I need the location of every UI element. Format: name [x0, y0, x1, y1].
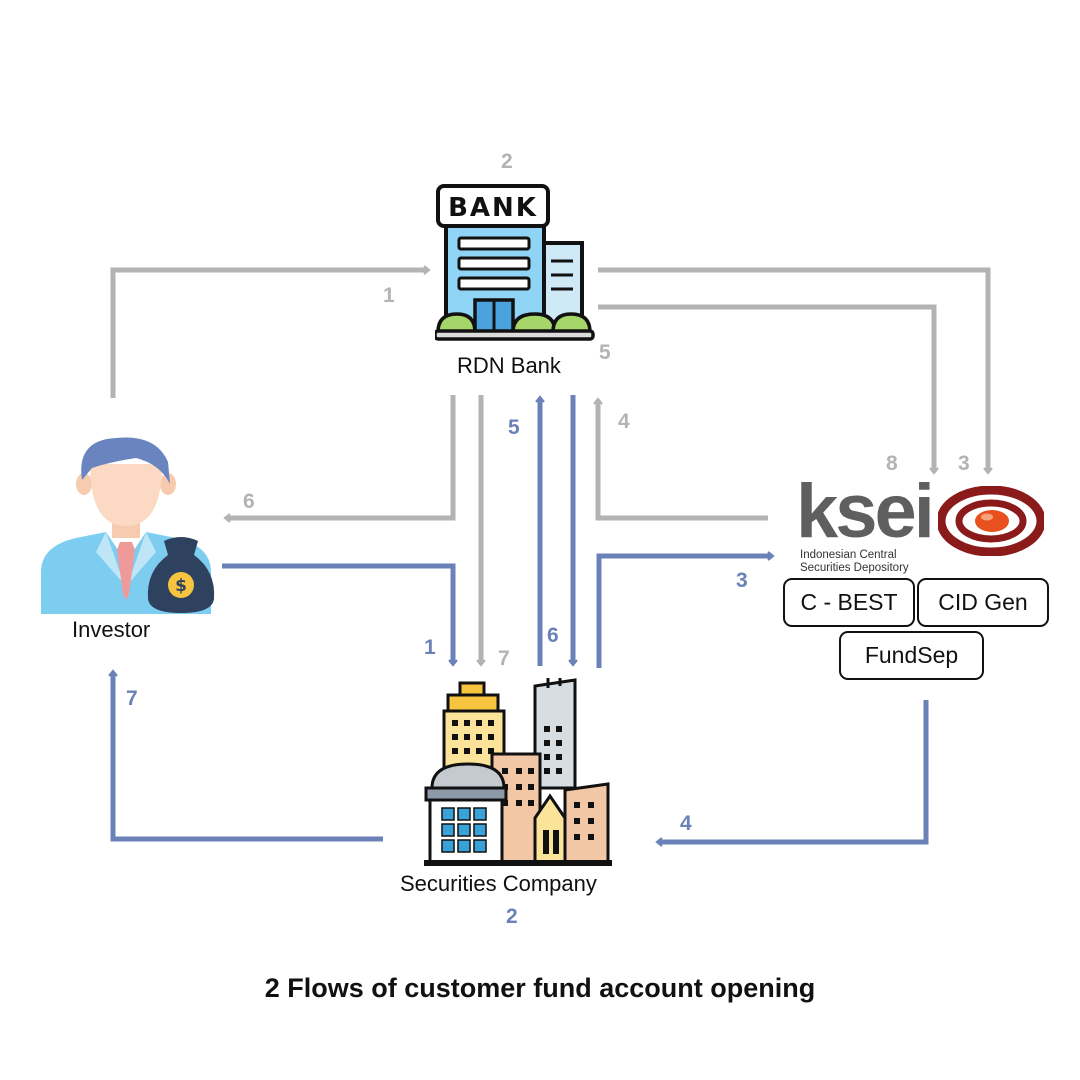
gray-step-5: 5: [599, 341, 611, 364]
ksei-subtitle-line2: Securities Depository: [800, 562, 909, 574]
blue-step-4: 4: [680, 812, 692, 835]
arrow-securities-to-investor: [108, 669, 383, 842]
gray-step-6: 6: [243, 490, 255, 513]
gray-step-7: 7: [498, 647, 510, 670]
securities-step-badge: 2: [506, 905, 518, 928]
ksei-system-fundsep: FundSep: [839, 631, 984, 680]
blue-step-6: 6: [547, 624, 559, 647]
city-buildings-icon: [424, 678, 612, 866]
ksei-system-cbest: C - BEST: [783, 578, 915, 627]
bank-label: RDN Bank: [457, 353, 561, 378]
arrow-bank-to-ksei-8: [598, 304, 939, 475]
arrow-ksei-to-bank: [593, 397, 768, 521]
svg-text:$: $: [175, 576, 187, 596]
ksei-subtitle-line1: Indonesian Central: [800, 549, 897, 561]
ksei-system-cid-gen: CID Gen: [917, 578, 1049, 627]
blue-step-3: 3: [736, 569, 748, 592]
bank-step-badge: 2: [501, 150, 513, 173]
gray-step-3: 3: [958, 452, 970, 475]
investor-label: Investor: [72, 617, 151, 642]
arrow-bank-to-investor: [223, 395, 456, 523]
gray-step-8: 8: [886, 452, 898, 475]
blue-step-7: 7: [126, 687, 138, 710]
bank-building-icon: BANK: [435, 184, 595, 341]
blue-step-5: 5: [508, 416, 520, 439]
gray-step-4: 4: [618, 410, 630, 433]
ksei-emblem-icon: [938, 486, 1044, 556]
arrow-ksei-to-securities: [655, 700, 929, 847]
money-bag-icon: $: [147, 537, 215, 613]
arrow-securities-to-ksei: [596, 551, 775, 668]
ksei-wordmark: ksei: [796, 469, 935, 554]
bank-sign-text: BANK: [448, 193, 538, 223]
arrow-investor-to-bank: [110, 265, 431, 398]
arrow-investor-to-securities: [222, 563, 458, 667]
gray-step-1: 1: [383, 284, 395, 307]
arrow-bank-to-ksei-3: [598, 267, 993, 475]
securities-company-label: Securities Company: [400, 871, 597, 896]
diagram-title: 2 Flows of customer fund account opening: [264, 973, 816, 1003]
blue-step-1: 1: [424, 636, 436, 659]
